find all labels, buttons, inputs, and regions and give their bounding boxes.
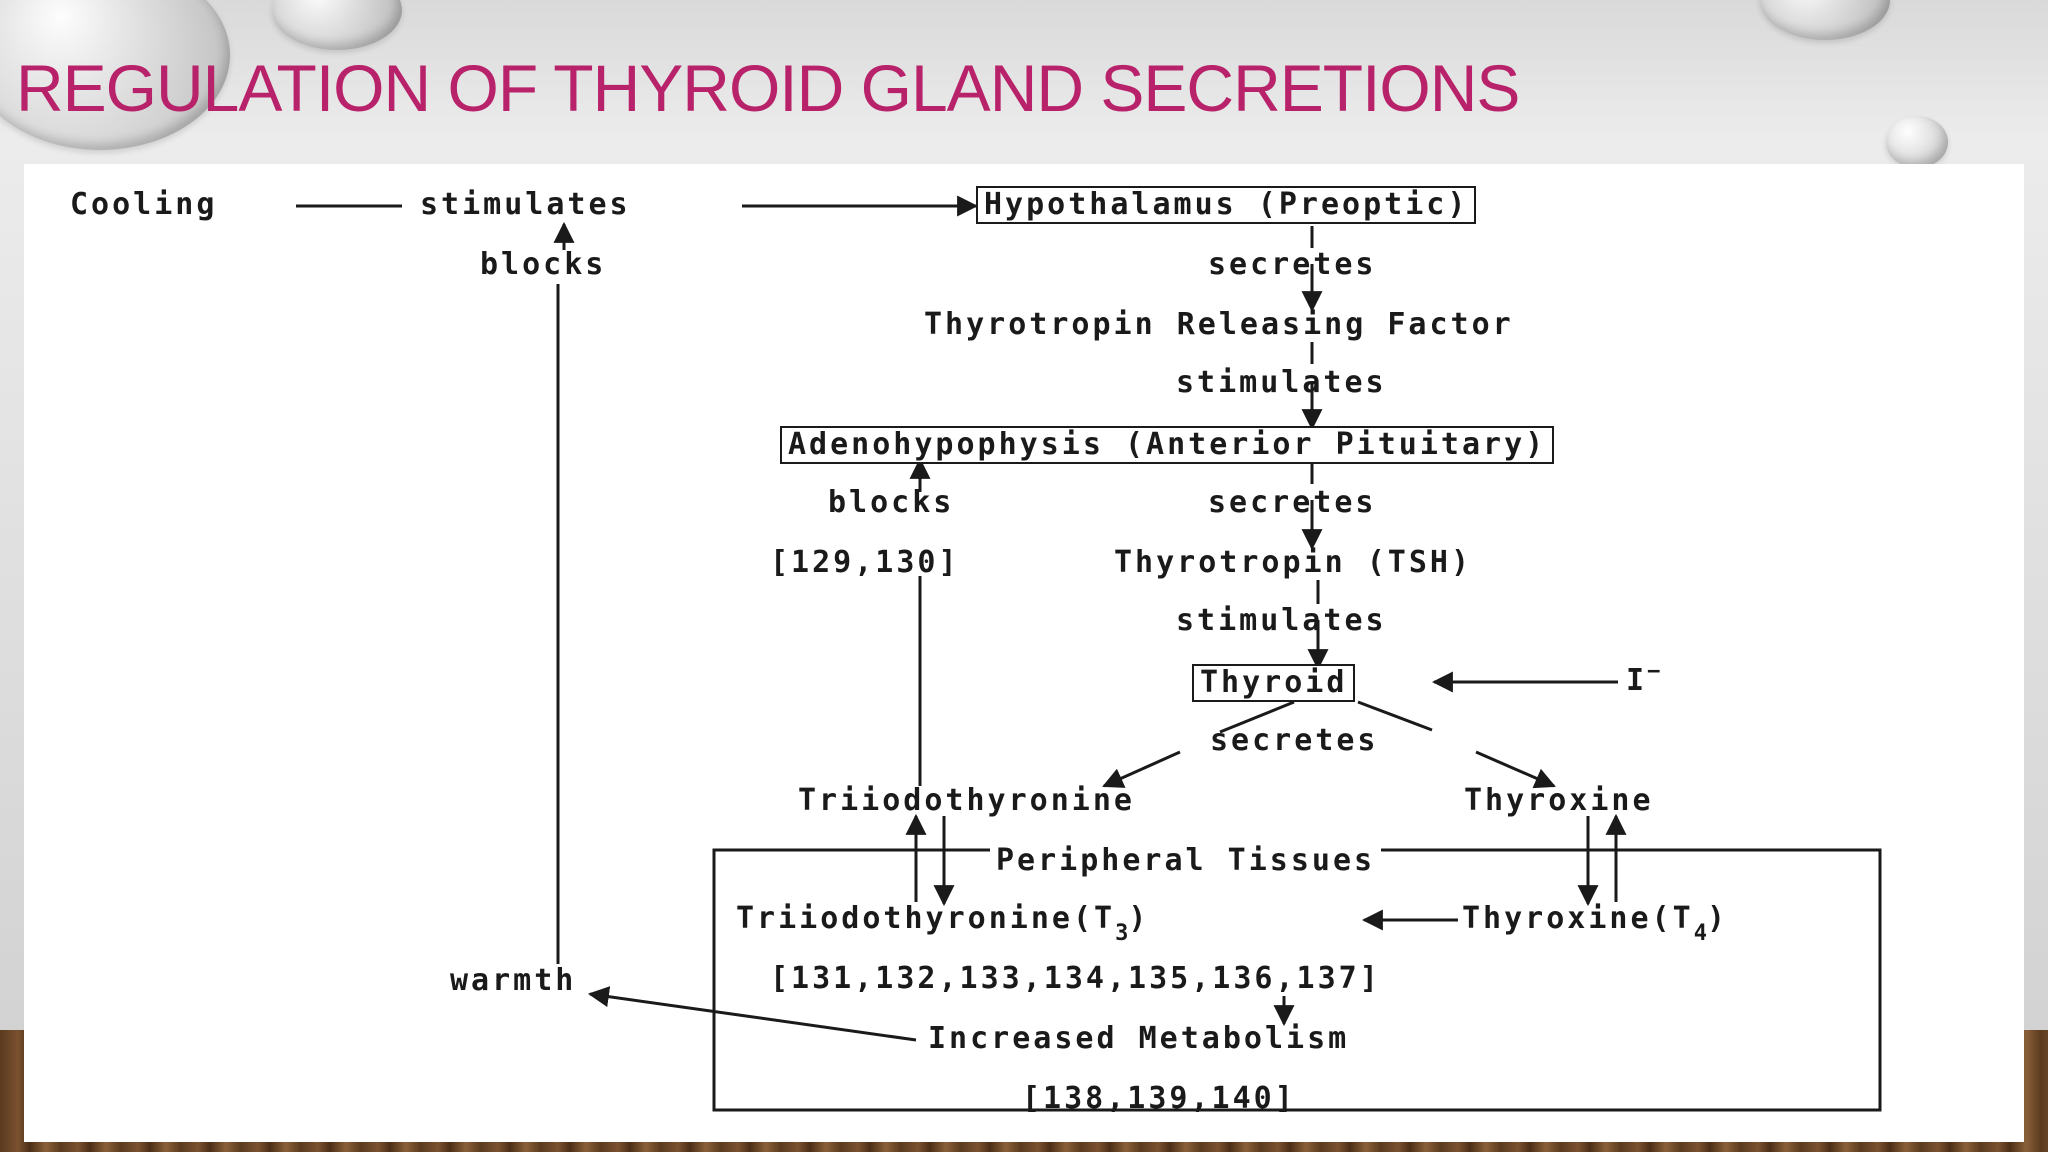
water-drop-decoration xyxy=(1886,116,1948,168)
peripheral-tissues-label: Peripheral Tissues xyxy=(990,844,1382,878)
metabolism-to-warmth-arrow xyxy=(587,986,917,1042)
increased-metabolism-label: Increased Metabolism xyxy=(928,1021,1350,1056)
thyroid-box: Thyroid xyxy=(1192,664,1356,702)
blocks-left-label: blocks xyxy=(480,247,607,282)
t3-subscript: 3 xyxy=(1115,921,1129,946)
iodide-symbol: I xyxy=(1626,663,1648,698)
t4-label: Thyroxine(T4) xyxy=(1462,901,1728,947)
stimulates-label-2: stimulates xyxy=(1176,365,1387,400)
reference-138-140: [138,139,140] xyxy=(1022,1081,1296,1116)
t4-text: Thyroxine(T xyxy=(1462,901,1694,936)
t3-close: ) xyxy=(1128,901,1150,936)
hypothalamus-box: Hypothalamus (Preoptic) xyxy=(976,186,1477,224)
reference-129-130: [129,130] xyxy=(770,545,960,580)
thyroxine-label: Thyroxine xyxy=(1464,783,1654,818)
iodide-charge: − xyxy=(1647,659,1661,684)
tsh-label: Thyrotropin (TSH) xyxy=(1114,545,1473,580)
secretes-to-t3-arrow xyxy=(1102,750,1181,788)
t4-subscript: 4 xyxy=(1693,921,1707,946)
secretes-to-t4-arrow xyxy=(1475,750,1556,789)
iodide-label: I− xyxy=(1626,659,1660,701)
secretes-label-1: secretes xyxy=(1208,247,1377,282)
slide-title: REGULATION OF THYROID GLAND SECRETIONS xyxy=(16,51,1520,125)
water-drop-decoration xyxy=(1760,0,1890,40)
thyroid-left-branch xyxy=(1219,700,1295,734)
triiodothyronine-label: Triiodothyronine xyxy=(798,783,1135,818)
adenohypophysis-box: Adenohypophysis (Anterior Pituitary) xyxy=(780,426,1555,464)
t3-label: Triiodothyronine(T3) xyxy=(736,901,1150,947)
water-drop-decoration xyxy=(272,0,402,50)
t3-text: Triiodothyronine(T xyxy=(736,901,1116,936)
cooling-label: Cooling xyxy=(70,187,218,222)
stimulates-label-3: stimulates xyxy=(1176,603,1387,638)
trf-label: Thyrotropin Releasing Factor xyxy=(924,307,1514,342)
warmth-label: warmth xyxy=(450,963,577,998)
blocks-mid-label: blocks xyxy=(828,485,955,520)
secretes-label-3: secretes xyxy=(1210,723,1379,758)
secretes-label-2: secretes xyxy=(1208,485,1377,520)
diagram-connectors xyxy=(296,195,1882,1112)
reference-131-137: [131,132,133,134,135,136,137] xyxy=(770,961,1381,996)
diagram-panel: Cooling stimulates Hypothalamus (Preopti… xyxy=(24,164,2024,1142)
thyroid-right-branch xyxy=(1357,700,1433,732)
stimulates-top-label: stimulates xyxy=(420,187,631,222)
t4-close: ) xyxy=(1706,901,1728,936)
